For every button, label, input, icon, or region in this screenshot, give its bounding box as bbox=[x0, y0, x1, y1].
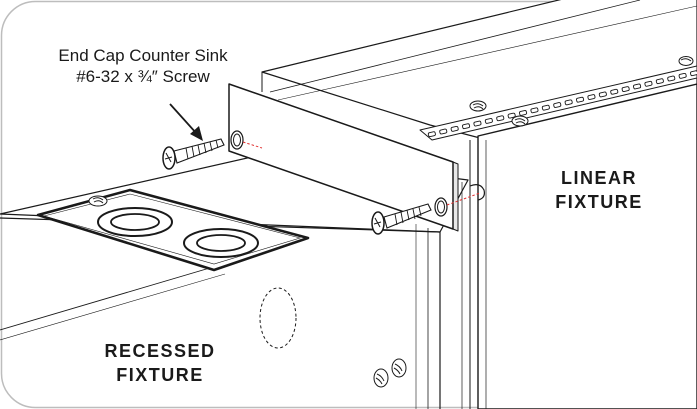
perforation-slot bbox=[678, 72, 687, 79]
perforation-slot bbox=[587, 94, 596, 100]
perforation-slot bbox=[427, 131, 436, 138]
hex-screw-icon bbox=[373, 358, 407, 388]
perforation-slot bbox=[598, 91, 607, 98]
perforation-slot bbox=[450, 125, 459, 132]
callout-line-2: #6-32 x ¾″ Screw bbox=[76, 67, 210, 86]
perforation-slot bbox=[473, 120, 482, 127]
screw-icon bbox=[162, 138, 225, 170]
perforation-slot bbox=[621, 86, 630, 92]
perforation-slot bbox=[633, 83, 642, 90]
perforation-slot bbox=[564, 99, 573, 106]
perforation-slot bbox=[690, 70, 697, 77]
linear-fixture-body bbox=[261, 0, 697, 409]
perforation-slot bbox=[553, 102, 562, 108]
screw-callout-label: End Cap Counter Sink #6-32 x ¾″ Screw bbox=[34, 45, 252, 87]
knockout-hole bbox=[183, 228, 259, 258]
linear-fixture-line-1: LINEAR bbox=[561, 168, 637, 188]
recessed-fixture-line-1: RECESSED bbox=[104, 341, 216, 361]
knockout-hole bbox=[97, 207, 173, 237]
alignment-guide bbox=[242, 141, 481, 206]
perforation-slot bbox=[519, 110, 528, 116]
perforation-slot bbox=[439, 128, 448, 135]
end-cap-plate bbox=[228, 83, 459, 232]
perforation-slot bbox=[496, 115, 505, 122]
perforation-slot bbox=[507, 112, 516, 119]
knockout-outline bbox=[259, 287, 297, 349]
linear-fixture-line-2: FIXTURE bbox=[555, 192, 643, 212]
recessed-fixture-line-2: FIXTURE bbox=[116, 365, 204, 385]
perforation-slot bbox=[576, 96, 585, 103]
perforation-slot bbox=[644, 80, 653, 87]
hex-screw-icon bbox=[88, 195, 108, 207]
linear-fixture-label: LINEAR FIXTURE bbox=[540, 166, 658, 214]
perforation-slot bbox=[462, 123, 471, 130]
fixture-hook bbox=[469, 184, 485, 201]
recessed-fixture-label: RECESSED FIXTURE bbox=[90, 339, 230, 387]
perforation-slot bbox=[610, 88, 619, 95]
perforation-slot bbox=[667, 75, 676, 82]
screw-icon bbox=[371, 203, 432, 235]
mounting-plate bbox=[36, 188, 310, 272]
perforation-slot bbox=[530, 107, 539, 114]
perforation-slots bbox=[427, 70, 697, 138]
perforation-slot bbox=[484, 118, 493, 124]
callout-line-1: End Cap Counter Sink bbox=[58, 46, 228, 65]
arrow-icon bbox=[169, 103, 203, 141]
hex-screw-icon bbox=[469, 56, 694, 127]
perforation-slot bbox=[655, 78, 664, 85]
perforation-slot bbox=[541, 104, 550, 111]
